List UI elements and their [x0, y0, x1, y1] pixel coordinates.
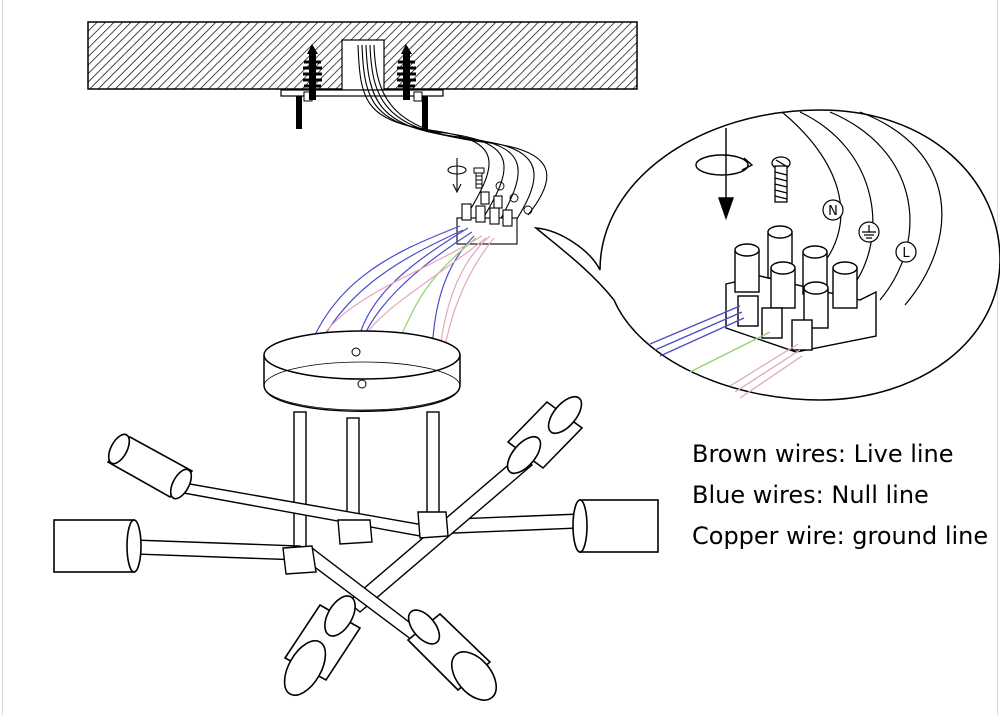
legend-ground: Copper wire: ground line — [692, 522, 989, 550]
terminal-label-live: L — [895, 241, 917, 263]
mounting-bracket — [280, 89, 444, 129]
terminal-label-neutral: N — [822, 199, 844, 221]
small-rotate-arrow-icon — [447, 158, 467, 194]
svg-text:N: N — [828, 204, 838, 219]
canopy — [263, 330, 461, 412]
supply-cable — [357, 44, 548, 223]
small-terminal-marks — [495, 181, 533, 215]
support-rods — [293, 411, 440, 555]
lamp-socket-right — [572, 499, 659, 553]
wire-legend: Brown wires: Live line Blue wires: Null … — [692, 434, 988, 557]
joint-connectors — [282, 511, 449, 575]
zoom-colored-wires — [649, 305, 803, 399]
lamp-socket-bottom-left — [283, 595, 362, 696]
right-anchor-bolt-icon — [397, 44, 416, 100]
lamp-socket-upper-left — [106, 433, 194, 500]
left-frame-line — [2, 0, 3, 715]
small-screw-icon — [473, 167, 485, 189]
left-anchor-bolt-icon — [303, 44, 322, 100]
screw-icon — [771, 156, 791, 203]
right-frame-line — [997, 0, 998, 715]
terminal-block — [725, 225, 877, 353]
legend-neutral: Blue wires: Null line — [692, 481, 929, 509]
lamp-socket-bottom-right — [406, 609, 498, 701]
zoom-cable — [781, 111, 943, 306]
small-terminal-block — [456, 191, 518, 245]
svg-text:L: L — [902, 246, 910, 261]
rotate-arrow-icon — [695, 128, 754, 221]
legend-live: Brown wires: Live line — [692, 440, 954, 468]
ground-symbol-icon — [858, 221, 880, 243]
lamp-socket-left — [53, 519, 142, 573]
lamp-socket-upper-right — [506, 395, 584, 475]
